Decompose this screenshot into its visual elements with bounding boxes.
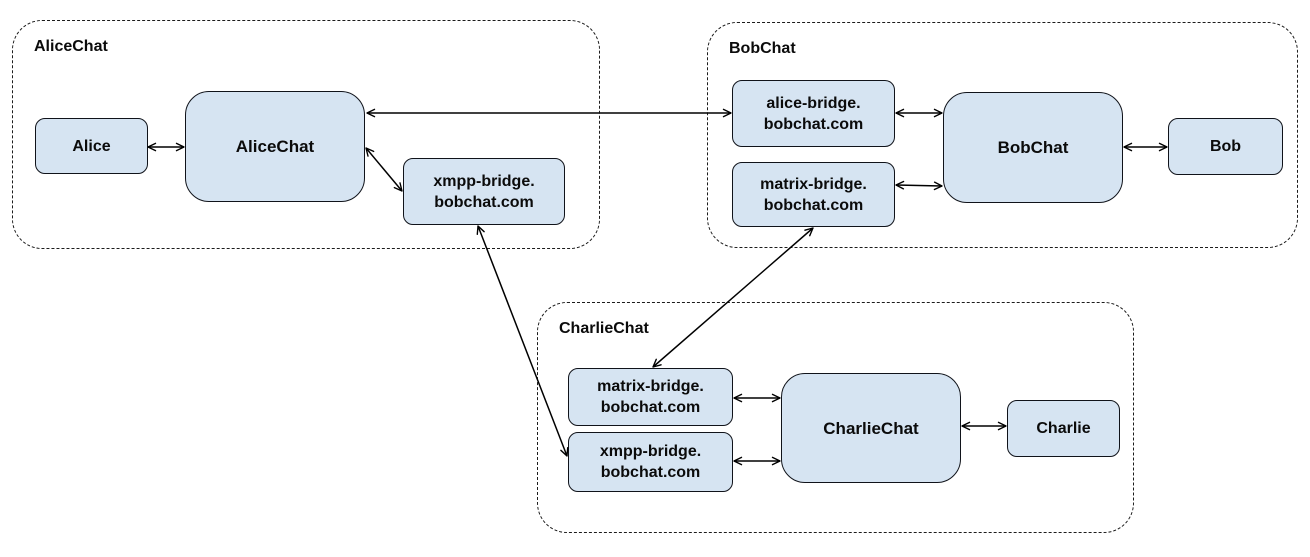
- node-bobchat: BobChat: [943, 92, 1123, 203]
- node-alicechat: AliceChat: [185, 91, 365, 202]
- node-matrix-bridge-bobchat: matrix-bridge. bobchat.com: [732, 162, 895, 227]
- group-alicechat-label: AliceChat: [34, 38, 108, 55]
- node-charliechat: CharlieChat: [781, 373, 961, 483]
- node-bob: Bob: [1168, 118, 1283, 175]
- node-bobchat-label: BobChat: [997, 138, 1069, 157]
- node-alice-bridge-bobchat-label: alice-bridge. bobchat.com: [763, 94, 864, 133]
- node-xmpp-bridge-charliechat: xmpp-bridge. bobchat.com: [568, 432, 733, 492]
- node-matrix-bridge-bobchat-label: matrix-bridge. bobchat.com: [760, 175, 867, 214]
- node-xmpp-bridge-alicechat-label: xmpp-bridge. bobchat.com: [433, 172, 535, 211]
- node-alicechat-label: AliceChat: [235, 137, 315, 156]
- group-bobchat-server: BobChat: [707, 22, 1298, 248]
- node-alice-bridge-bobchat: alice-bridge. bobchat.com: [732, 80, 895, 147]
- node-bob-label: Bob: [1209, 138, 1242, 155]
- node-alice: Alice: [35, 118, 148, 174]
- group-bobchat-label: BobChat: [729, 40, 796, 57]
- node-alice-label: Alice: [72, 137, 111, 155]
- node-matrix-bridge-charliechat-label: matrix-bridge. bobchat.com: [597, 378, 704, 416]
- node-charlie: Charlie: [1007, 400, 1120, 457]
- node-xmpp-bridge-alicechat: xmpp-bridge. bobchat.com: [403, 158, 565, 225]
- node-matrix-bridge-charliechat: matrix-bridge. bobchat.com: [568, 368, 733, 426]
- group-charliechat-label: CharlieChat: [559, 320, 649, 337]
- node-charlie-label: Charlie: [1036, 420, 1091, 437]
- group-alicechat-server: AliceChat: [12, 20, 600, 249]
- node-xmpp-bridge-charliechat-label: xmpp-bridge. bobchat.com: [599, 443, 702, 481]
- node-charliechat-label: CharlieChat: [823, 418, 919, 438]
